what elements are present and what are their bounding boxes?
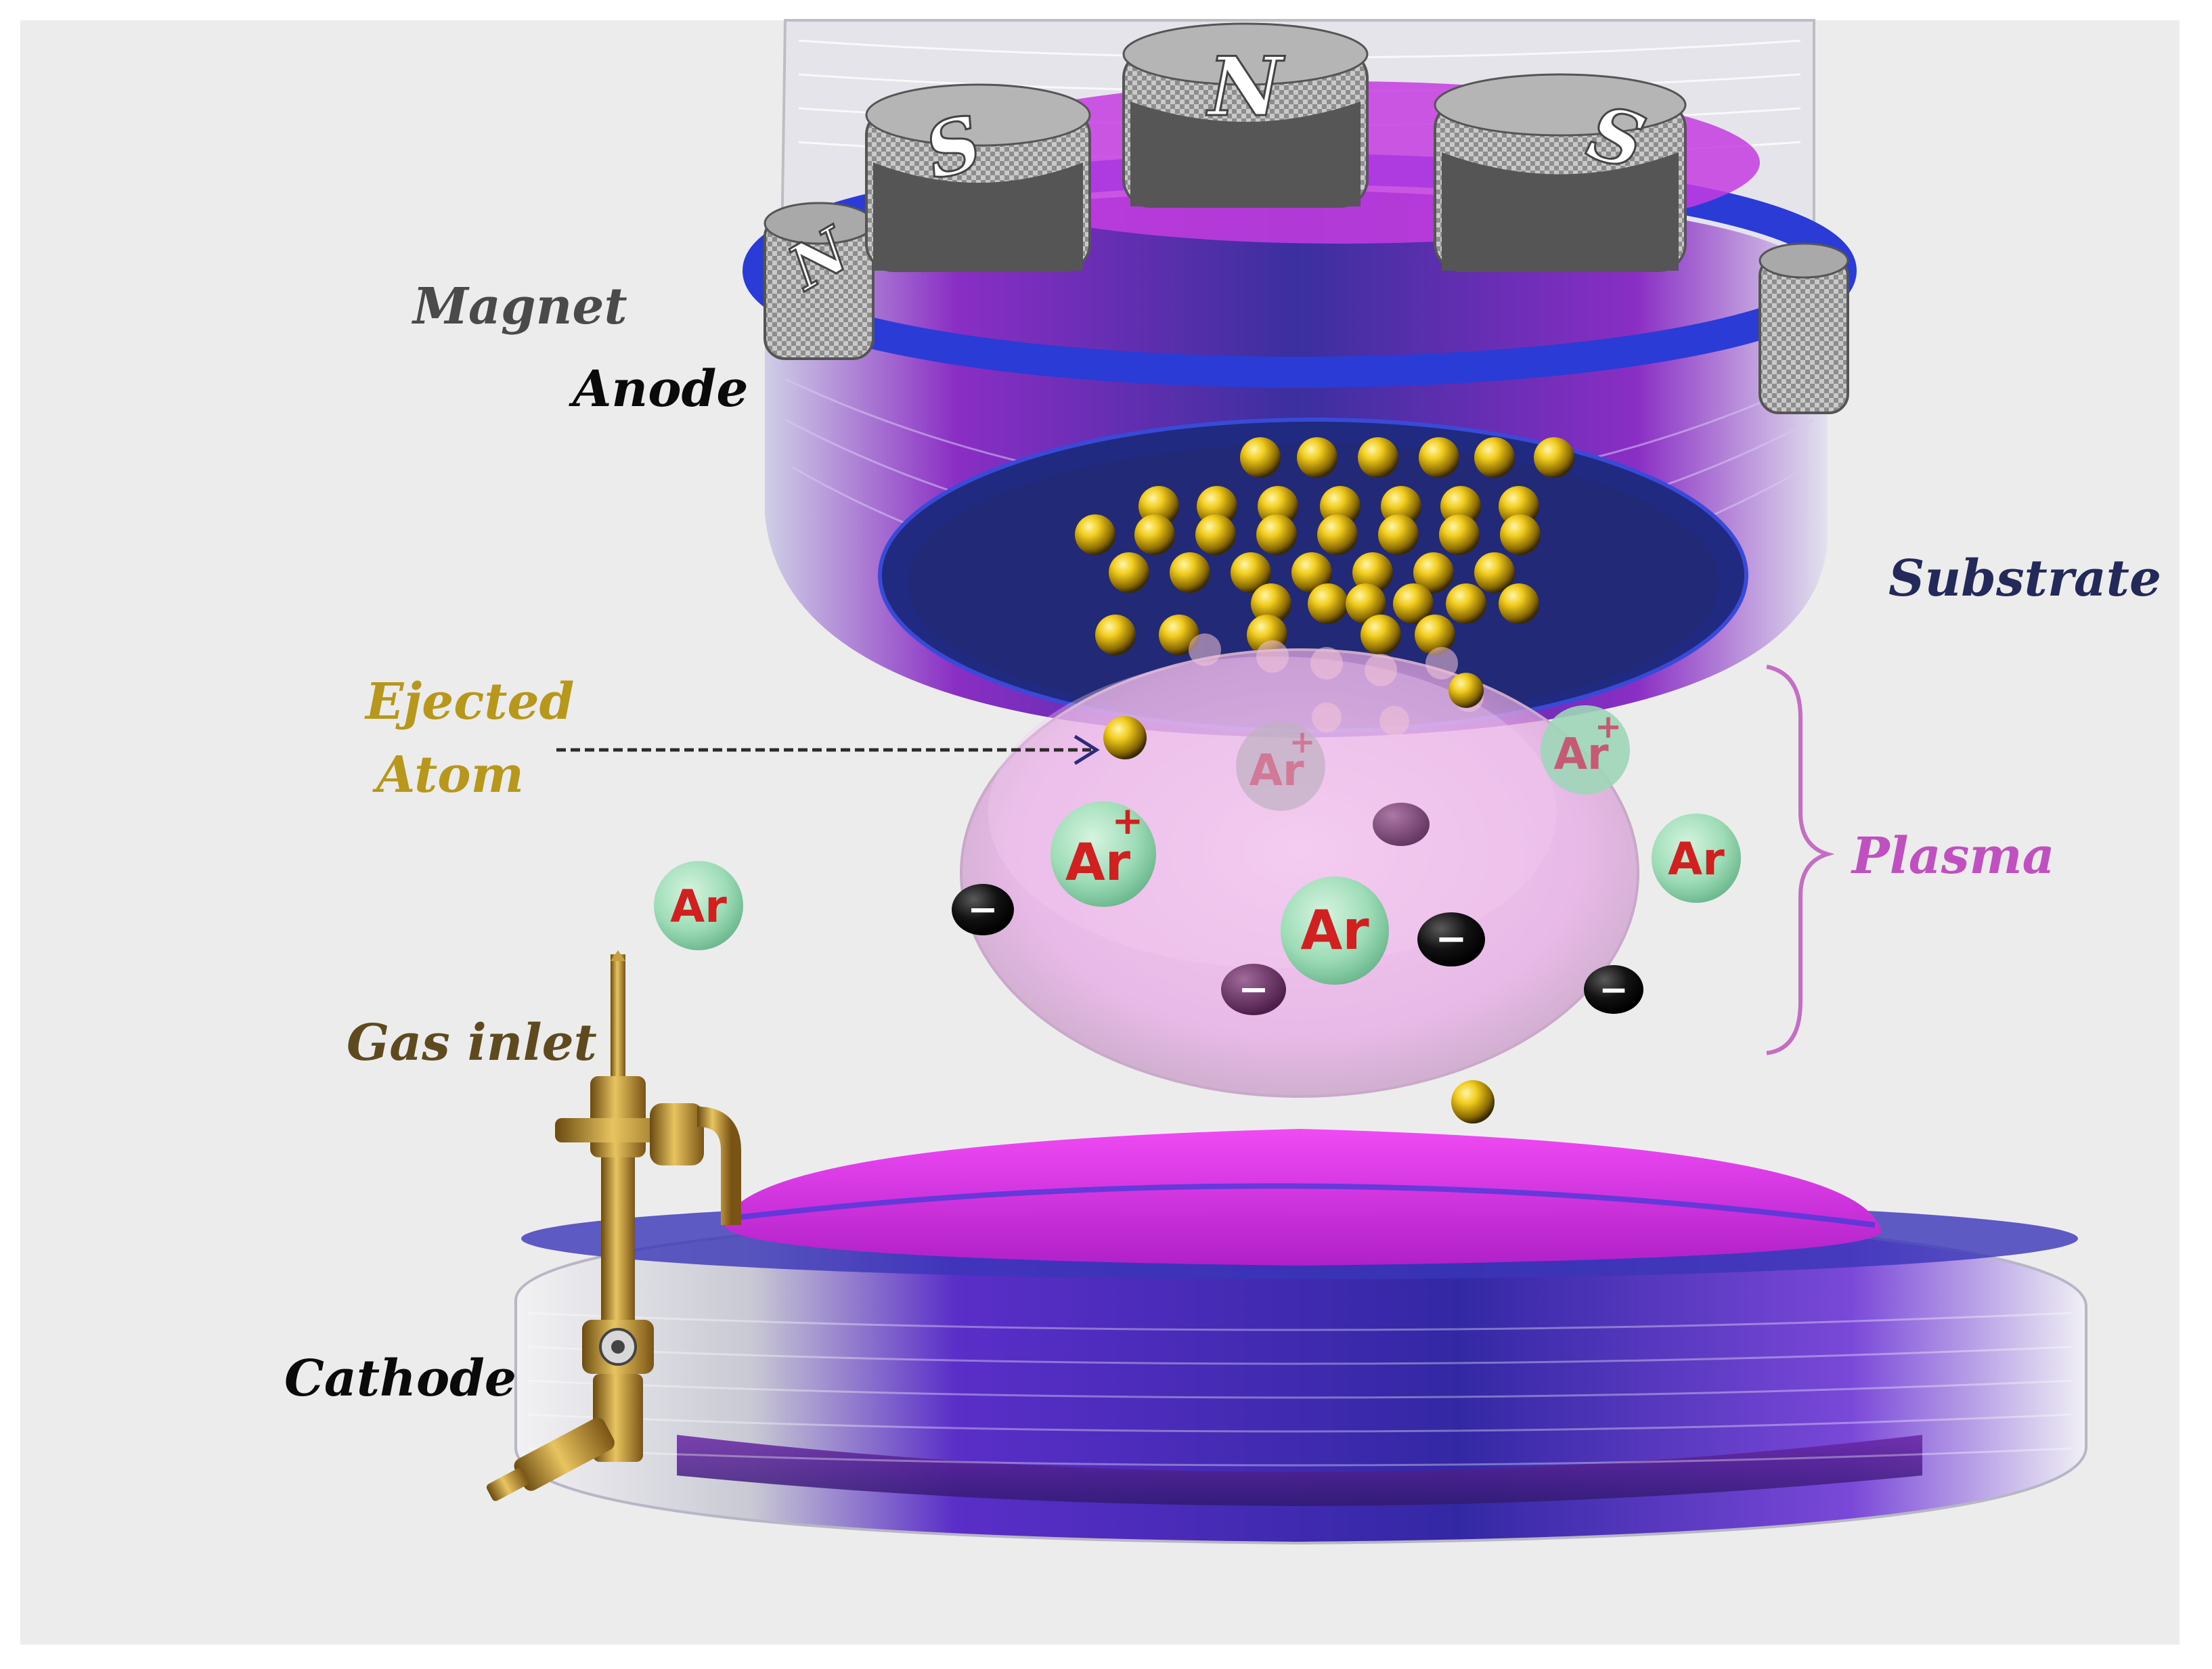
ejected-atom [1103,716,1147,759]
deposited-atom-3 [1358,437,1398,478]
deposited-atom-16 [1195,514,1236,555]
deposited-atom-2 [1297,437,1337,478]
argon-ion-2-label: Ar [1249,746,1304,796]
ejected-atom-arrowhead [1074,734,1100,765]
deposited-atom-29 [1251,583,1291,624]
deposited-atom-39 [1415,615,1455,655]
deposited-atom-19 [1378,514,1419,555]
cathode-assembly [514,1129,2087,1545]
deposited-atom-30 [1308,583,1348,624]
electron-1: − [952,884,1014,935]
argon-atom-left-label: Ar [670,881,727,933]
argon-atom-right: Ar [1652,814,1741,903]
magnet-left: S [865,83,1091,272]
deposited-atom-36 [1159,615,1199,655]
magnets: N S N S [764,22,1849,414]
deposited-atom-26 [1352,552,1393,593]
ejected-atom-label-line2: Atom [372,746,524,804]
magnet-right-edge [1758,242,1849,414]
deposited-atom-34 [1499,583,1539,624]
argon-atom-center: Ar [1281,876,1389,985]
argon-ion-3-label: Ar [1553,730,1609,780]
anode-label: Anode [569,360,748,418]
deposited-atom-31 [1346,583,1386,624]
falling-atom-1 [1451,1080,1495,1123]
magnet-label: Magnet [411,277,627,336]
electron-4-charge: − [1238,968,1268,1010]
electron-1-charge: − [967,888,998,931]
deposited-atom-24 [1231,552,1271,593]
electron-4: − [1221,964,1286,1015]
magnet-left-edge: N [764,202,875,360]
electron-2: − [1417,912,1485,966]
deposited-atom-15 [1134,514,1175,555]
plasma-brace [1766,665,1835,1055]
deposited-atom-20 [1439,514,1480,555]
magnet-pole-center: N [1205,39,1285,135]
argon-atom-left: Ar [654,861,743,950]
deposited-atom-23 [1170,552,1210,593]
electron-3: − [1584,965,1643,1014]
argon-ion-2: Ar + [1236,721,1325,811]
magnet-right: S [1434,73,1687,272]
argon-ion-1-label: Ar [1065,832,1131,892]
deposited-atom-14 [1075,514,1115,555]
deposited-atom-22 [1109,552,1149,593]
electron-3-charge: − [1599,970,1629,1010]
deposited-atom-32 [1393,583,1434,624]
ejected-atom-label-line1: Ejected [364,673,574,731]
deposited-atom-27 [1413,552,1454,593]
electron-2-charge: − [1436,917,1467,961]
argon-ion-3: Ar + [1541,705,1630,795]
cathode-target [724,1129,1882,1266]
electron-5 [1373,803,1430,846]
argon-ion-2-charge: + [1289,724,1316,760]
argon-ion-1-charge: + [1112,799,1144,843]
magnet-pole-left: S [916,98,990,196]
plasma-label: Plasma [1851,827,2055,885]
deposited-atom-18 [1317,514,1358,555]
deposited-atom-28 [1474,552,1515,593]
gas-inlet-valve [486,950,741,1501]
deposited-atom-17 [1256,514,1297,555]
argon-atom-center-label: Ar [1300,899,1369,962]
deposited-atom-35 [1095,615,1136,655]
deposited-atom-6 [1534,437,1574,478]
deposited-atom-25 [1291,552,1332,593]
substrate-label: Substrate [1888,550,2161,608]
deposited-atom-38 [1361,615,1401,655]
argon-ion-3-charge: + [1595,708,1622,746]
deposited-atom-4 [1419,437,1459,478]
cathode-label: Cathode [284,1350,516,1408]
gas-inlet-label: Gas inlet [347,1014,597,1072]
magnet-center: N [1122,22,1369,208]
falling-atom-2 [1448,673,1484,708]
deposited-atom-5 [1474,437,1515,478]
argon-atom-right-label: Ar [1668,833,1725,885]
deposited-atom-33 [1446,583,1486,624]
argon-ion-1: Ar + [1050,799,1156,907]
deposited-atom-1 [1240,437,1281,478]
deposited-atom-21 [1500,514,1541,555]
